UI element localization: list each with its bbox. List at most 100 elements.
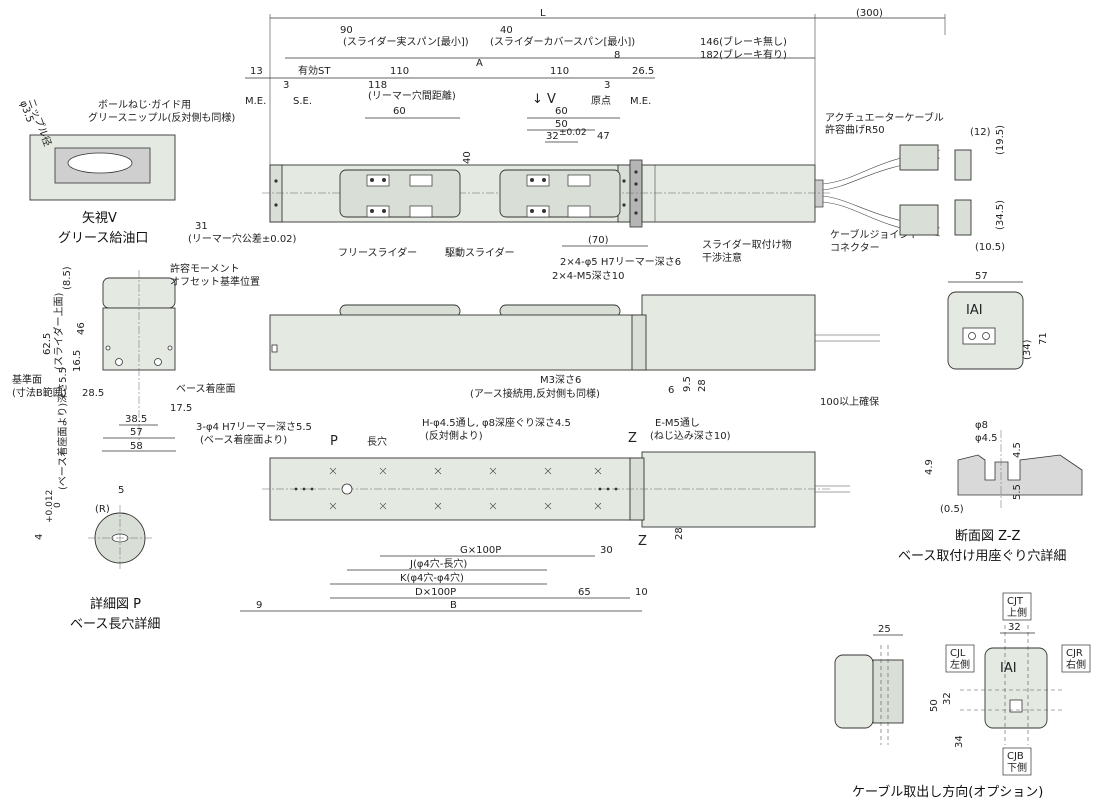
slider-span-label: (スライダー実スパン[最小]) [343,35,469,48]
dim-300: (300) [856,8,883,19]
dim-182: 182(ブレーキ有り) [700,48,787,61]
dim-57-motor: 57 [975,271,988,282]
dim-146: 146(ブレーキ無し) [700,35,787,48]
end-view: (8.5) 許容モーメント オフセット基準位置 62.5 (スライダー上面) 4… [12,262,260,452]
dim-32-option: 32 [1008,622,1021,633]
base-face-label: ベース着座面 [176,382,236,395]
cable-direction-title: ケーブル取出し方向(オプション) [852,784,1043,800]
dim-13: 13 [250,66,263,77]
dim-j: J(φ4穴-長穴) [409,557,467,570]
dim-50-vertical: 50 [929,699,940,712]
dim-57-end: 57 [130,427,143,438]
z-mark-bottom: Z [638,534,647,549]
dim-9: 9 [256,600,262,611]
reamer-pitch-label: (リーマー穴間距離) [368,89,456,102]
moment-ref-2: オフセット基準位置 [170,275,260,288]
cjb-code: CJB [1007,751,1024,762]
dim-0-5: (0.5) [940,504,964,515]
grease-note-2: グリースニップル(反対側も同様) [88,111,235,124]
cjr-side: 右側 [1066,658,1086,671]
cable-bend-1: アクチュエーターケーブル [825,111,944,124]
dim-60-left: 60 [393,106,406,117]
cjr-code: CJR [1066,648,1083,659]
dim-4-5-section: 4.5 [1012,442,1023,458]
arrow-v: ↓ V [532,92,556,107]
view-v-subtitle: グリース給油口 [58,231,148,246]
bottom-view: 3-φ4 H7リーマー深さ5.5 (ベース着座面より) P 長穴 H-φ4.5通… [196,416,850,612]
detail-p-title: 詳細図 P [90,596,141,612]
radius-label: (R) [95,504,110,515]
z-mark-top: Z [628,431,637,446]
slider-top-label: (スライダー上面) [52,292,65,370]
drive-slider-label: 駆動スライダー [445,246,515,259]
dim-26-5: 26.5 [632,66,654,77]
cjb-side: 下側 [1007,761,1027,774]
cjl-side: 左側 [950,658,970,671]
dim-47: 47 [597,131,610,142]
dim-90: 90 [340,25,353,36]
section-subtitle: ベース取付け用座ぐり穴詳細 [898,548,1066,564]
effective-stroke: 有効ST [298,64,331,77]
dim-50: 50 [555,119,568,130]
dim-A: A [476,58,483,69]
me-left: M.E. [245,96,266,107]
dim-31: 31 [195,221,208,232]
dim-58: 58 [130,441,143,452]
dim-118: 118 [368,80,387,91]
interference-note-1: スライダー取付け物 [702,238,792,251]
dim-34-motor: (34) [1022,339,1033,360]
reamer-tolerance: (リーマー穴公差±0.02) [188,232,297,245]
dim-110-right: 110 [550,66,569,77]
h-hole-label-1: H-φ4.5通し, φ8深座ぐり深さ4.5 [422,416,571,429]
dim-34-5: (34.5) [995,200,1006,230]
side-view: M3深さ6 (アース接続用,反対側も同様) 6 9.5 28 100以上確保 [269,294,880,408]
cjt-side: 上側 [1007,606,1027,619]
cover-span-label: (スライダーカバースパン[最小]) [490,35,635,48]
dim-38-5: 38.5 [125,414,147,425]
tol-002: ±0.02 [559,128,587,138]
long-hole-label: 長穴 [367,435,387,448]
cjt-code: CJT [1007,596,1024,607]
dim-8: 8 [614,50,620,61]
dim-19-5: (19.5) [995,125,1006,155]
dim-5: 5 [118,485,124,496]
from-base-depth: (ベース着座面より)深さ5.5 [56,367,69,490]
moment-ref-1: 許容モーメント [170,262,240,275]
dim-6: 6 [668,385,674,396]
cable-joint-2: コネクター [830,242,880,254]
view-v-title: 矢視V [82,211,117,226]
free-slider-label: フリースライダー [338,246,417,259]
phi-4-5: φ4.5 [975,433,998,444]
reamer2-label-1: 3-φ4 H7リーマー深さ5.5 [196,421,312,433]
section-title: 断面図 Z-Z [955,529,1021,544]
dim-110-left: 110 [390,66,409,77]
dim-28-side: 28 [697,379,708,392]
m3-label-2: (アース接続用,反対側も同様) [470,387,600,400]
dim-70: (70) [588,235,609,246]
me-right: M.E. [630,96,651,107]
m3-label-1: M3深さ6 [540,374,581,386]
dim-10-bottom: 10 [635,587,648,598]
interference-note-2: 干渉注意 [702,251,742,264]
dim-4-9: 4.9 [924,459,935,475]
section-z: φ8 φ4.5 4.9 4.5 5.5 (0.5) 断面図 Z-Z ベース取付け… [898,420,1083,564]
iai-logo-end: IAI [966,303,983,318]
dim-3-left: 3 [283,80,289,91]
dim-32-vertical: 32 [942,692,953,705]
dim-3-right: 3 [604,80,610,91]
dim-16-5: 16.5 [72,350,83,372]
phi-8: φ8 [975,420,988,431]
reamer-spec: 2×4-φ5 H7リーマー深さ6 [560,256,681,268]
dim-12: (12) [970,127,991,138]
cable-direction-option: 25 IAI 32 32 50 34 CJT 上側 CJL 左側 CJR 右側 … [834,592,1091,800]
tol-0: 0 [53,502,63,508]
dim-17-5: 17.5 [170,403,192,414]
dim-8-5: (8.5) [62,266,73,290]
tap-spec: 2×4-M5深さ10 [552,270,624,282]
tol-0012: +0.012 [45,490,55,523]
dim-71: 71 [1038,332,1049,345]
dim-40-vertical: 40 [462,151,473,164]
dim-46: 46 [76,322,87,335]
dim-k: K(φ4穴-φ4穴) [400,571,464,584]
dim-65: 65 [578,587,591,598]
